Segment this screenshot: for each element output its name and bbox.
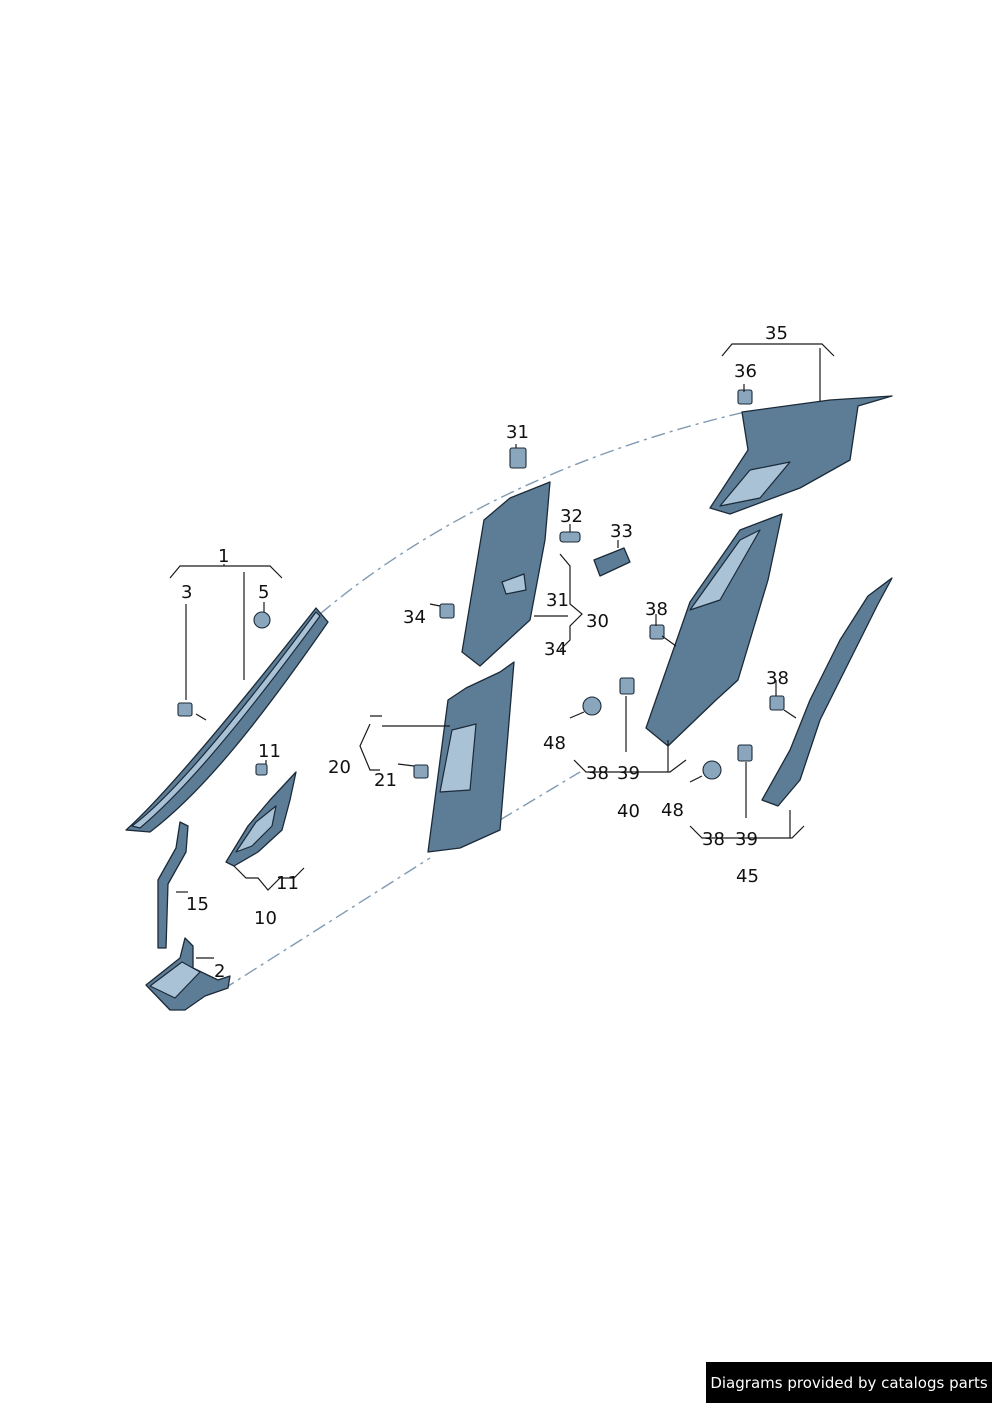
clip-34 — [439, 603, 455, 619]
alignment-arc — [319, 411, 746, 615]
clip-38-45 — [769, 695, 785, 711]
a-pillar-trim — [125, 607, 329, 833]
callout-35: 35 — [765, 323, 788, 344]
credit-banner: Diagrams provided by catalogs parts — [706, 1362, 992, 1403]
clip-21 — [413, 764, 429, 779]
callout-38a: 38 — [645, 599, 668, 620]
callout-48a: 48 — [543, 733, 566, 754]
callout-31a: 31 — [506, 422, 529, 443]
callout-21: 21 — [374, 770, 397, 791]
bolt-32 — [559, 531, 581, 543]
callout-11a: 11 — [258, 741, 281, 762]
callout-10: 10 — [254, 908, 277, 929]
callout-39b: 39 — [735, 829, 758, 850]
lower-trim-2 — [145, 937, 231, 1011]
clip-11 — [255, 763, 268, 776]
callout-15: 15 — [186, 894, 209, 915]
callout-38d: 38 — [702, 829, 725, 850]
callout-31b: 31 — [546, 590, 569, 611]
callout-34b: 34 — [544, 639, 567, 660]
callout-11b: 11 — [276, 873, 299, 894]
clip-39-40 — [619, 677, 635, 695]
callout-39a: 39 — [617, 763, 640, 784]
leader-lines — [169, 343, 835, 959]
c-pillar-lower-40 — [645, 513, 783, 747]
grommet-48-left — [582, 696, 602, 716]
clip-3 — [177, 702, 193, 717]
trim-10 — [225, 771, 297, 867]
callout-1: 1 — [218, 546, 229, 567]
d-pillar-45 — [761, 577, 893, 807]
clip-38-40 — [649, 624, 665, 640]
alignment-line-lower — [221, 771, 581, 991]
callout-20: 20 — [328, 757, 351, 778]
b-pillar-lower-20 — [427, 661, 515, 853]
callout-36: 36 — [734, 361, 757, 382]
clip-39-45 — [737, 744, 753, 762]
callout-48b: 48 — [661, 800, 684, 821]
callout-32: 32 — [560, 506, 583, 527]
callout-33: 33 — [610, 521, 633, 542]
clip-31 — [509, 447, 527, 469]
callout-3: 3 — [181, 582, 192, 603]
callout-38b: 38 — [586, 763, 609, 784]
callout-38c: 38 — [766, 668, 789, 689]
callout-34a: 34 — [403, 607, 426, 628]
clip-36 — [737, 389, 753, 405]
b-pillar-upper-30 — [461, 481, 551, 667]
c-pillar-upper-35 — [709, 395, 893, 515]
strip-15 — [157, 821, 189, 949]
callout-45: 45 — [736, 866, 759, 887]
handle-33 — [593, 547, 631, 577]
callout-40: 40 — [617, 801, 640, 822]
callout-2: 2 — [214, 961, 225, 982]
callout-5: 5 — [258, 582, 269, 603]
callout-30: 30 — [586, 611, 609, 632]
clip-5 — [253, 611, 271, 629]
grommet-48-right — [702, 760, 722, 780]
